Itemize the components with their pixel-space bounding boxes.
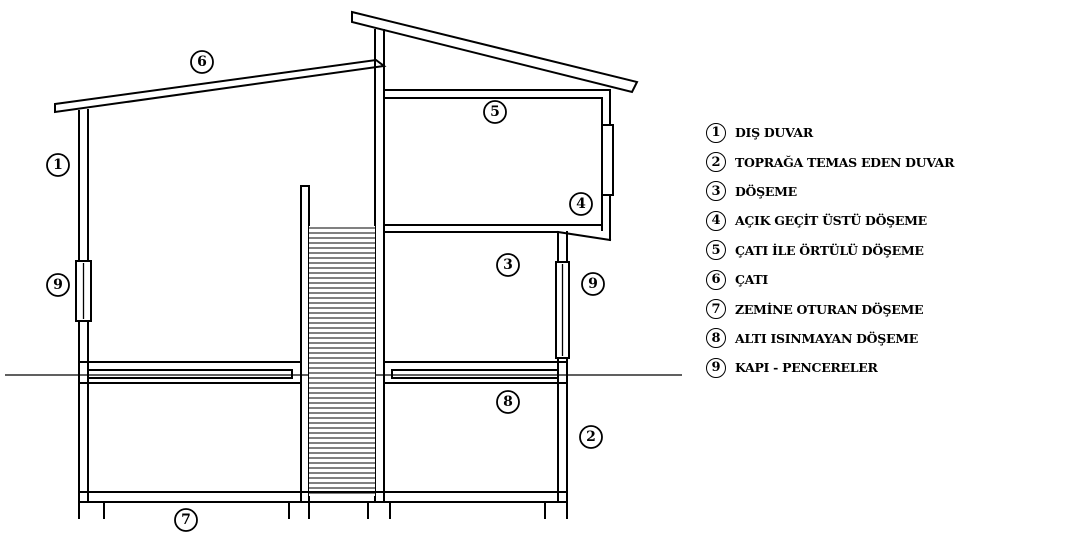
legend-number: 7	[706, 299, 726, 320]
left-roof	[54, 58, 387, 114]
svg-text:9: 9	[588, 276, 598, 292]
central-wall	[374, 29, 385, 503]
legend: 1 DIŞ DUVAR 2 TOPRAĞA TEMAS EDEN DUVAR 3 DÖ…	[706, 118, 954, 383]
legend-item: 8 ALTI ISINMAYAN DÖŞEME	[706, 324, 954, 353]
legend-item: 9 KAPI - PENCERELER	[706, 353, 954, 382]
mid-floor-slab-left	[78, 361, 302, 384]
legend-label: DÖŞEME	[735, 183, 797, 199]
left-exterior-wall	[75, 109, 92, 503]
marker-6: 6	[190, 50, 214, 74]
legend-item: 7 ZEMİNE OTURAN DÖŞEME	[706, 294, 954, 323]
legend-item: 3 DÖŞEME	[706, 177, 954, 206]
marker-9-right: 9	[581, 272, 605, 296]
marker-3: 3	[496, 253, 520, 277]
marker-5: 5	[483, 100, 507, 124]
svg-text:6: 6	[197, 54, 207, 70]
stair-treads	[309, 227, 375, 494]
svg-text:8: 8	[503, 394, 513, 410]
marker-7: 7	[174, 508, 198, 532]
legend-number: 6	[706, 269, 726, 290]
svg-text:1: 1	[53, 157, 63, 173]
legend-label: ÇATI İLE ÖRTÜLÜ DÖŞEME	[735, 242, 924, 258]
marker-9-left: 9	[46, 273, 70, 297]
legend-item: 2 TOPRAĞA TEMAS EDEN DUVAR	[706, 147, 954, 176]
legend-label: DIŞ DUVAR	[735, 125, 813, 141]
legend-number: 9	[706, 357, 726, 378]
legend-item: 5 ÇATI İLE ÖRTÜLÜ DÖŞEME	[706, 236, 954, 265]
legend-number: 8	[706, 328, 726, 349]
staircase	[300, 185, 375, 503]
marker-8: 8	[496, 390, 520, 414]
legend-item: 4 AÇIK GEÇİT ÜSTÜ DÖŞEME	[706, 206, 954, 235]
svg-text:9: 9	[53, 277, 63, 293]
marker-2: 2	[579, 425, 603, 449]
legend-number: 5	[706, 240, 726, 261]
legend-number: 4	[706, 210, 726, 231]
legend-number: 2	[706, 152, 726, 173]
marker-4: 4	[569, 192, 593, 216]
svg-text:5: 5	[490, 104, 500, 120]
legend-label: ALTI ISINMAYAN DÖŞEME	[735, 330, 918, 346]
marker-1: 1	[46, 153, 70, 177]
right-lower-wall	[555, 231, 570, 503]
legend-number: 3	[706, 181, 726, 202]
ground-slab	[78, 491, 568, 519]
legend-item: 1 DIŞ DUVAR	[706, 118, 954, 147]
legend-label: ZEMİNE OTURAN DÖŞEME	[735, 301, 924, 317]
legend-label: KAPI - PENCERELER	[735, 360, 878, 376]
svg-text:7: 7	[181, 512, 191, 528]
upper-right-room	[383, 89, 614, 242]
svg-text:3: 3	[503, 257, 513, 273]
legend-number: 1	[706, 122, 726, 143]
right-roof	[351, 10, 639, 94]
mid-floor-slab-right	[383, 361, 568, 384]
legend-label: TOPRAĞA TEMAS EDEN DUVAR	[735, 154, 955, 170]
legend-label: AÇIK GEÇİT ÜSTÜ DÖŞEME	[735, 213, 927, 229]
legend-label: ÇATI	[735, 272, 768, 288]
svg-text:2: 2	[586, 429, 596, 445]
svg-text:4: 4	[576, 196, 586, 212]
legend-item: 6 ÇATI	[706, 265, 954, 294]
